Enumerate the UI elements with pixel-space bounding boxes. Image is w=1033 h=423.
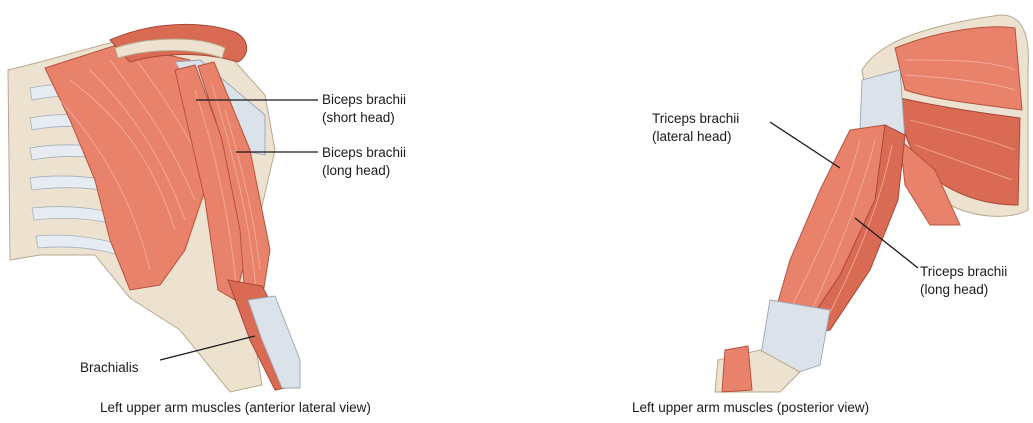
label-biceps-long-line2: (long head) [322,163,390,178]
leader-triceps-lateral [770,122,840,168]
forearm-muscle [722,346,752,392]
posterior-illustration [715,15,1028,392]
anterior-lateral-illustration [8,24,300,392]
caption-anterior: Left upper arm muscles (anterior lateral… [100,400,371,415]
label-biceps-short-line1: Biceps brachii [322,92,406,107]
label-triceps-long-line1: Triceps brachii [920,264,1007,279]
label-brachialis: Brachialis [80,360,139,375]
label-triceps-long-line2: (long head) [920,282,988,297]
label-biceps-short-line2: (short head) [322,110,395,125]
label-biceps-long-line1: Biceps brachii [322,145,406,160]
label-triceps-lateral-line2: (lateral head) [652,129,732,144]
caption-posterior: Left upper arm muscles (posterior view) [632,400,869,415]
label-triceps-lateral-line1: Triceps brachii [652,111,739,126]
